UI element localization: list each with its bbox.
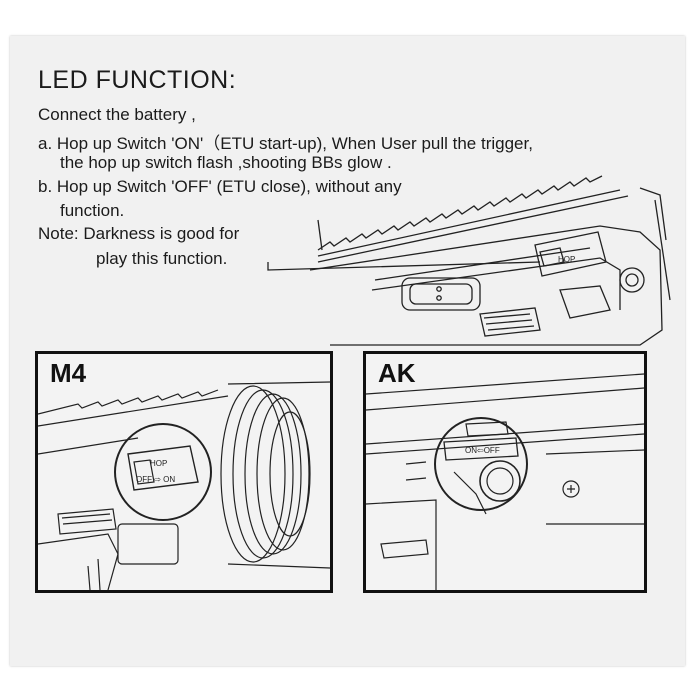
note-line2: play this function. bbox=[96, 249, 228, 268]
ak-label: AK bbox=[378, 358, 416, 388]
ak-illustration: ON⇦OFF bbox=[366, 373, 644, 590]
ak-panel: ON⇦OFF AK bbox=[363, 351, 647, 593]
intro-text: Connect the battery , bbox=[38, 105, 196, 124]
note-line1: Note: Darkness is good for bbox=[38, 224, 240, 243]
m4-switch-label: OFF ⇨ ON bbox=[136, 475, 175, 484]
item-a-line1: a. Hop up Switch 'ON'（ETU start-up), Whe… bbox=[38, 134, 533, 153]
m4-label: M4 bbox=[50, 358, 87, 388]
item-a-line2: the hop up switch flash ,shooting BBs gl… bbox=[60, 153, 392, 172]
item-b-line1: b. Hop up Switch 'OFF' (ETU close), with… bbox=[38, 177, 402, 196]
top-hop-label: HOP bbox=[558, 255, 575, 264]
ak-switch-label: ON⇦OFF bbox=[465, 446, 500, 455]
m4-illustration: HOP OFF ⇨ ON bbox=[38, 381, 330, 590]
page-title: LED FUNCTION: bbox=[38, 66, 237, 94]
item-b-line2: function. bbox=[60, 201, 125, 220]
m4-panel: HOP OFF ⇨ ON M4 bbox=[35, 351, 333, 593]
m4-hop-label: HOP bbox=[150, 459, 167, 468]
